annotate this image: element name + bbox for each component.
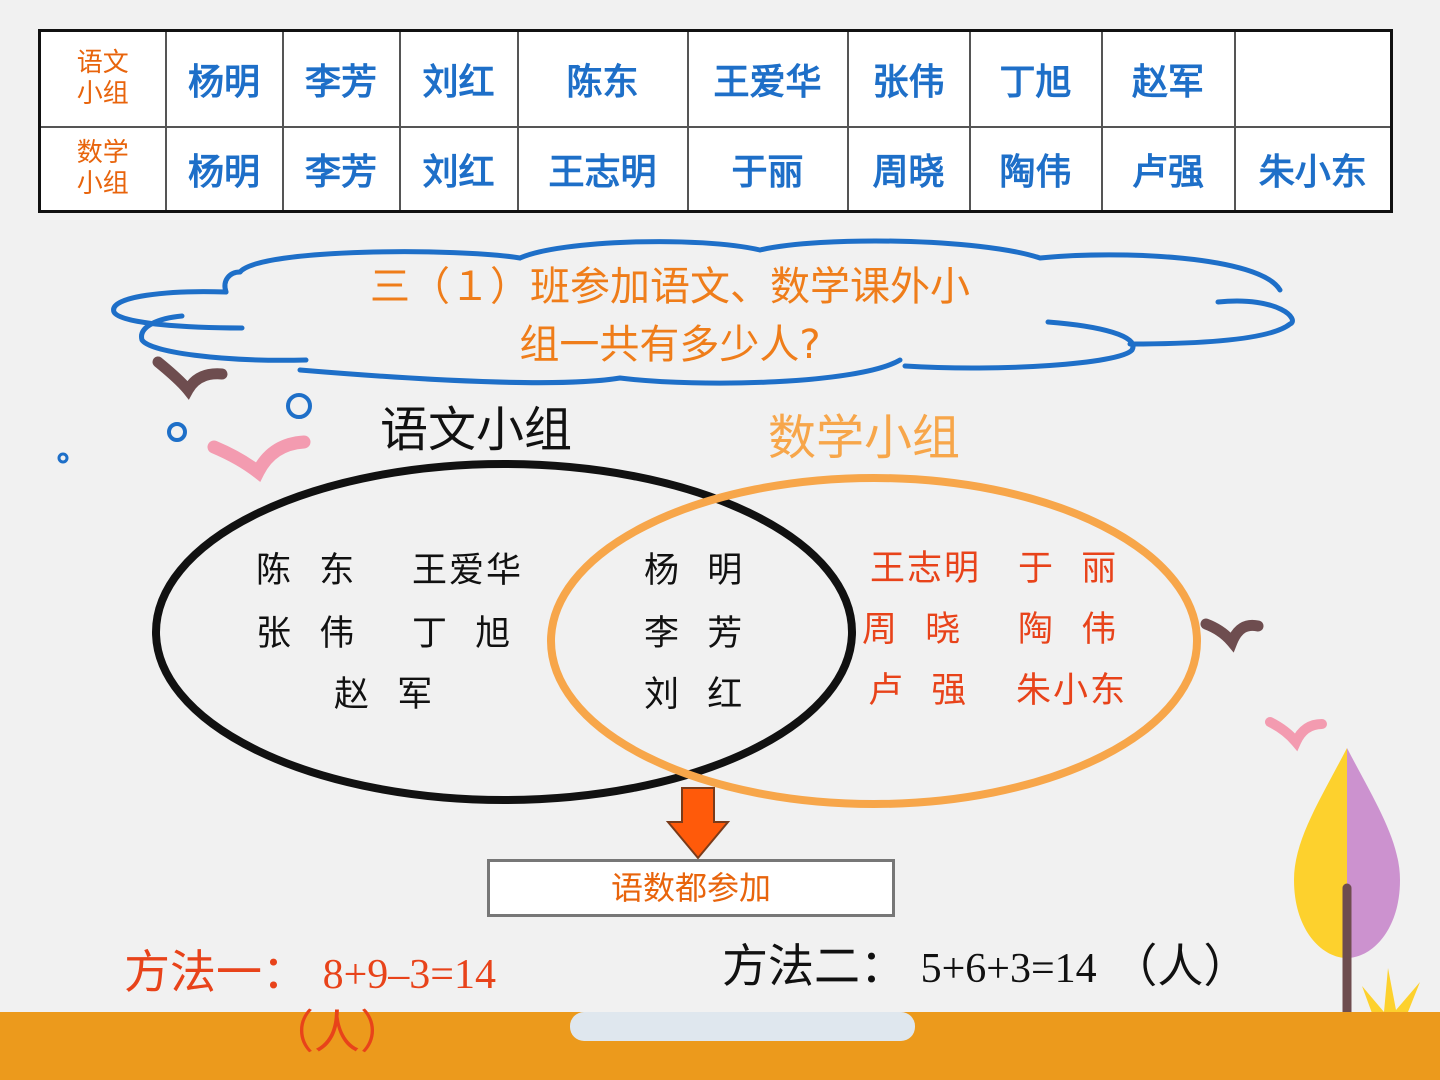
bubble-icon (286, 393, 312, 419)
chinese-group-label: 语文小组 (380, 402, 573, 458)
method-one-unit: （人） (268, 1005, 406, 1059)
math-group-circle (547, 474, 1201, 808)
bubble-icon (167, 422, 187, 442)
table-cell: 卢强 (1100, 125, 1236, 213)
method-two: 方法二： 5+6+3=14 （人） (722, 930, 1249, 996)
method-two-formula: 5+6+3=14 (920, 946, 1097, 992)
table-cell: 赵军 (1100, 29, 1236, 128)
table-row-chinese: 语文小组 杨明 李芳 刘红 陈东 王爱华 张伟 丁旭 赵军 (38, 29, 1393, 128)
question-line-2: 组一共有多少人? (519, 322, 821, 368)
question-text: 三（１）班参加语文、数学课外小 组一共有多少人? (240, 258, 1100, 374)
table-cell: 陈东 (516, 29, 689, 128)
method-one-label: 方法一： (124, 945, 308, 999)
table-cell: 李芳 (281, 29, 401, 128)
venn-name: 丁 旭 (412, 614, 513, 654)
table-cell: 王志明 (516, 125, 689, 213)
venn-name: 王爱华 (412, 551, 524, 591)
venn-name: 李 芳 (644, 614, 745, 654)
table-cell: 杨明 (164, 125, 284, 213)
method-one-formula: 8+9–3=14 (322, 952, 496, 998)
table-cell: 丁旭 (968, 29, 1103, 128)
chinese-group-circle (152, 460, 856, 804)
venn-name: 王志明 (870, 549, 982, 589)
table-cell: 于丽 (686, 125, 849, 213)
bird-icon (1265, 717, 1327, 752)
math-group-label: 数学小组 (768, 410, 961, 466)
table-cell: 李芳 (281, 125, 401, 213)
group-table: 语文小组 杨明 李芳 刘红 陈东 王爱华 张伟 丁旭 赵军 数学小组 杨明 李芳… (38, 29, 1393, 213)
venn-name: 周 晓 (862, 610, 963, 650)
row-label-math: 数学小组 (38, 125, 167, 213)
method-one: 方法一： 8+9–3=14 (124, 936, 496, 1002)
venn-name: 陈 东 (256, 551, 357, 591)
table-cell: 周晓 (846, 125, 971, 213)
venn-name: 张 伟 (256, 614, 357, 654)
table-cell: 朱小东 (1233, 125, 1393, 213)
table-cell: 刘红 (398, 29, 519, 128)
venn-name: 卢 强 (868, 671, 969, 711)
bubble-icon (57, 452, 69, 464)
bird-icon (207, 435, 311, 482)
bird-icon (152, 356, 228, 400)
down-arrow-icon (665, 787, 731, 860)
table-cell: 刘红 (398, 125, 519, 213)
row-label-chinese: 语文小组 (38, 29, 167, 128)
intersection-label-box: 语数都参加 (487, 859, 895, 917)
venn-name: 刘 红 (644, 675, 745, 715)
venn-name: 赵 军 (334, 675, 435, 715)
method-two-label: 方法二： (722, 939, 906, 993)
venn-name: 朱小东 (1016, 671, 1128, 711)
question-line-1: 三（１）班参加语文、数学课外小 (370, 264, 970, 310)
table-cell: 杨明 (164, 29, 284, 128)
method-two-unit: （人） (1111, 939, 1250, 993)
table-cell: 张伟 (846, 29, 971, 128)
bird-icon (1200, 618, 1264, 653)
venn-name: 陶 伟 (1018, 610, 1119, 650)
cloud-shape (111, 238, 1295, 386)
tree-icon (1294, 748, 1420, 1040)
venn-name: 杨 明 (644, 551, 745, 591)
table-cell (1233, 29, 1393, 128)
table-row-math: 数学小组 杨明 李芳 刘红 王志明 于丽 周晓 陶伟 卢强 朱小东 (38, 125, 1393, 213)
footer-pill (570, 1012, 915, 1041)
venn-name: 于 丽 (1018, 549, 1119, 589)
table-cell: 王爱华 (686, 29, 849, 128)
table-cell: 陶伟 (968, 125, 1103, 213)
